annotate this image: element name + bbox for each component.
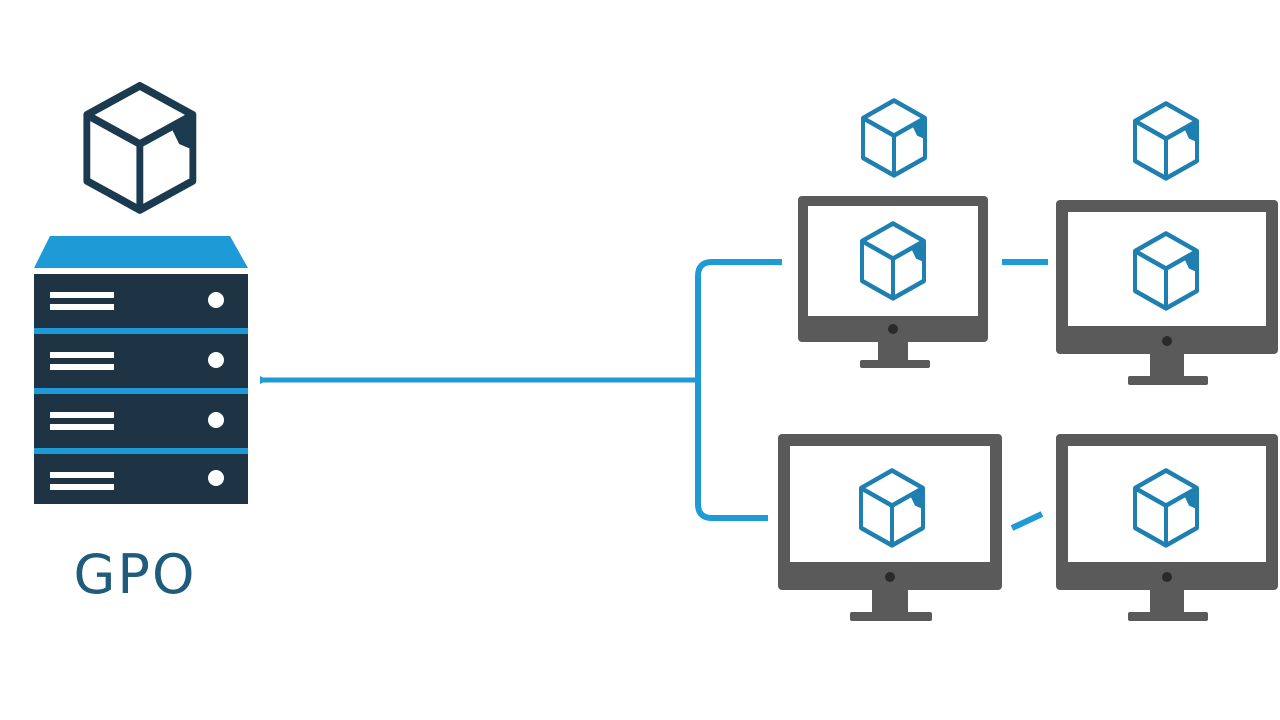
client-monitor-4 <box>1056 434 1278 621</box>
server-label: GPO <box>73 543 197 606</box>
screen-package-icon <box>861 471 923 546</box>
client-monitor-1 <box>798 196 988 368</box>
client-monitor-2 <box>1056 200 1278 385</box>
server-package-icon <box>87 86 193 210</box>
screen-package-icon <box>1135 234 1197 309</box>
connection-lines <box>260 259 1048 531</box>
client-link-bottom <box>1010 511 1044 531</box>
client-monitor-3 <box>778 434 1002 621</box>
server-icon <box>34 236 248 504</box>
screen-package-icon <box>1135 471 1197 546</box>
screen-package-icon <box>862 224 924 299</box>
client-package-icon <box>863 101 925 176</box>
branch-connector <box>695 259 782 521</box>
client-package-icon <box>1135 104 1197 179</box>
